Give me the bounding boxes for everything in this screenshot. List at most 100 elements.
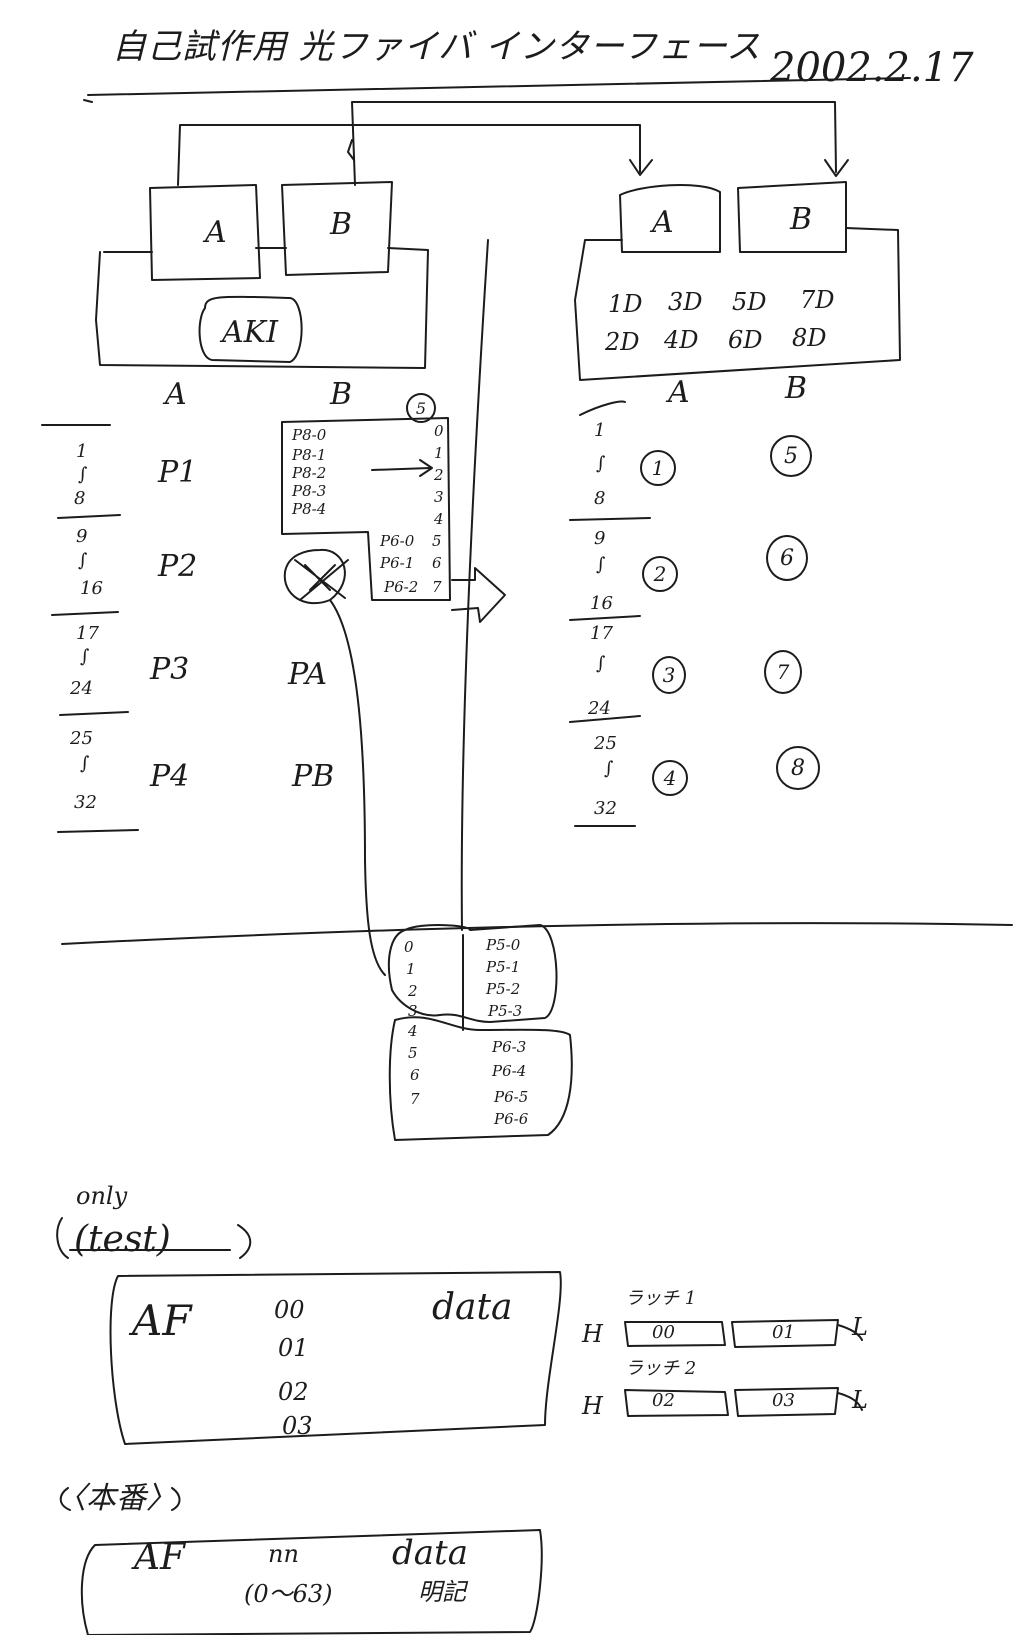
p6-pin: 7 <box>432 578 442 596</box>
latch-reg-label: 03 <box>772 1390 795 1411</box>
right-row-a-circle: 4 <box>652 760 688 796</box>
right-slot-a-box <box>619 184 721 253</box>
bottom-box-lower <box>388 1016 573 1141</box>
test-data-label: data <box>432 1287 513 1328</box>
left-range-sep: ∫ <box>80 753 90 774</box>
right-port-label: 5D <box>732 288 767 316</box>
main-af-label: AF <box>134 1537 185 1578</box>
bottom-pin: 2 <box>408 982 418 1000</box>
left-row-a-value: P1 <box>158 455 198 490</box>
latch-reg-label: 00 <box>652 1322 675 1343</box>
bottom-pin: 3 <box>408 1002 418 1020</box>
latch-reg-box <box>734 1387 839 1417</box>
left-range-from: 9 <box>76 526 88 547</box>
bottom-p6-signal: P6-5 <box>494 1088 529 1106</box>
p8-arrow <box>371 467 431 471</box>
right-range-sep: ∫ <box>596 453 606 474</box>
p8-signal: P8-4 <box>292 500 327 518</box>
p6-signal: P6-2 <box>384 578 419 596</box>
bottom-p6-signal: P6-3 <box>492 1038 527 1056</box>
latch-low-label: L <box>852 1386 868 1414</box>
header-date: 2002.2.17 <box>770 45 974 91</box>
main-range-label: (0〜63) <box>244 1580 333 1608</box>
main-data-label: data <box>392 1533 468 1573</box>
right-port-label: 8D <box>792 324 827 352</box>
right-row-b-circle: 7 <box>764 650 802 694</box>
main-nn-label: nn <box>268 1540 299 1568</box>
right-port-label: 4D <box>664 326 699 354</box>
left-range-from: 1 <box>76 441 88 462</box>
latch-high-label: H <box>582 1320 603 1348</box>
right-unit-outline <box>574 227 901 381</box>
test-heading: (test) <box>74 1219 171 1260</box>
p8-pin: 0 <box>434 422 444 440</box>
left-slot-b-label: B <box>330 207 353 242</box>
right-row-b-circle: 5 <box>770 435 812 477</box>
latch-reg-box <box>624 1321 726 1347</box>
main-heading: 〈本番〉 <box>56 1481 176 1516</box>
left-range-to: 8 <box>74 488 86 509</box>
connector-b-to-b <box>351 101 837 186</box>
bottom-pin: 7 <box>410 1090 420 1108</box>
right-range-sep: ∫ <box>604 758 614 779</box>
latch-reg-label: 02 <box>652 1390 675 1411</box>
p6-signal: P6-0 <box>380 532 415 550</box>
routing-line <box>329 599 386 976</box>
right-port-label: 7D <box>800 286 835 314</box>
right-range-from: 17 <box>590 623 613 644</box>
right-range-to: 8 <box>594 488 606 509</box>
bottom-p5-signal: P5-1 <box>486 958 521 976</box>
bottom-p5-signal: P5-3 <box>488 1002 523 1020</box>
right-range-from: 25 <box>594 733 617 754</box>
left-slot-b-box <box>281 181 393 276</box>
right-col-a-header: A <box>668 375 690 410</box>
left-range-from: 17 <box>76 623 99 644</box>
left-col-b-header: B <box>330 377 353 412</box>
left-aki-box <box>198 295 303 363</box>
latch-reg-label: 01 <box>772 1322 795 1343</box>
bottom-pin: 1 <box>406 960 416 978</box>
bottom-box-upper <box>387 924 558 1023</box>
test-af-label: AF <box>132 1296 192 1345</box>
right-slot-b-label: B <box>790 202 813 237</box>
right-range-to: 24 <box>588 698 611 719</box>
p8-box-circle-label: 5 <box>406 393 436 423</box>
test-box <box>109 1271 562 1445</box>
bottom-pin: 6 <box>410 1066 420 1084</box>
test-reg: 03 <box>282 1412 313 1440</box>
left-range-to: 16 <box>80 578 103 599</box>
left-slot-a-label: A <box>205 215 227 250</box>
test-reg: 01 <box>278 1334 309 1362</box>
bottom-pin: 0 <box>404 938 414 956</box>
latch-low-label: L <box>852 1313 868 1341</box>
left-range-to: 24 <box>70 678 93 699</box>
p8-signal: P8-3 <box>292 482 327 500</box>
left-range-to: 32 <box>74 792 97 813</box>
main-box <box>80 1529 543 1635</box>
right-port-label: 3D <box>668 288 703 316</box>
right-port-label: 6D <box>728 326 763 354</box>
p8-signal: P8-2 <box>292 464 327 482</box>
bottom-p5-signal: P5-0 <box>486 936 521 954</box>
right-range-to: 32 <box>594 798 617 819</box>
left-range-from: 25 <box>70 728 93 749</box>
main-bracket <box>59 1487 181 1511</box>
right-row-a-circle: 1 <box>640 450 676 486</box>
section-divider <box>61 922 1013 945</box>
left-row-a-value: P3 <box>150 652 190 687</box>
p8-signal: P8-1 <box>292 446 327 464</box>
right-row-a-circle: 3 <box>652 656 686 694</box>
test-note: only <box>76 1182 128 1210</box>
left-range-sep: ∫ <box>78 464 88 485</box>
left-slot-a-box <box>149 184 261 281</box>
left-row-b-value: PB <box>292 759 335 794</box>
p6-pin: 5 <box>432 532 442 550</box>
latch-high-label: H <box>582 1392 603 1420</box>
right-row-b-circle: 8 <box>776 746 820 790</box>
bottom-p6-signal: P6-6 <box>494 1110 529 1128</box>
right-slot-a-label: A <box>652 205 674 240</box>
right-col-b-header: B <box>785 371 808 406</box>
left-row-a-value: P4 <box>150 759 190 794</box>
main-note-label: 明記 <box>418 1578 466 1606</box>
right-range-from: 9 <box>594 528 606 549</box>
